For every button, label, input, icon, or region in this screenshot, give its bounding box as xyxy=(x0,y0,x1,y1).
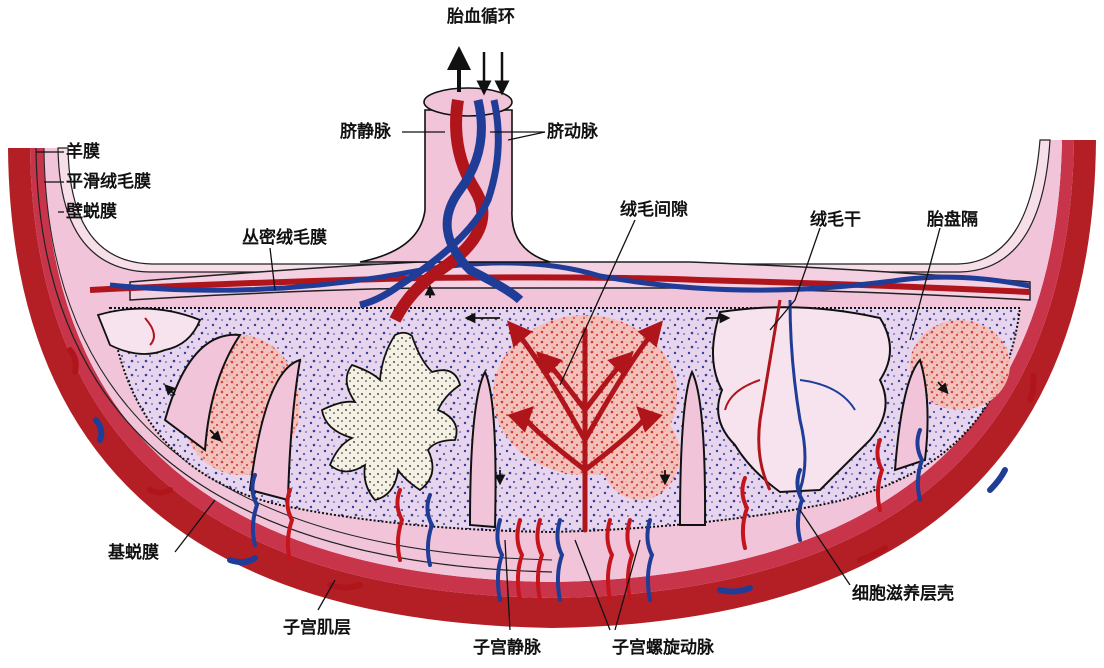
label-myometrium: 子宫肌层 xyxy=(283,618,351,638)
label-chorion-frondosum: 丛密绒毛膜 xyxy=(242,228,327,248)
label-umbilical-artery: 脐动脉 xyxy=(547,122,598,142)
label-uterine-vein: 子宫静脉 xyxy=(473,638,541,658)
label-umbilical-vein: 脐静脉 xyxy=(340,122,391,142)
decidua-parietalis-band xyxy=(58,140,1050,272)
label-placental-septum: 胎盘隔 xyxy=(927,210,978,230)
label-decidua-basalis: 基蜕膜 xyxy=(108,543,159,563)
label-cytotrophoblast-shell: 细胞滋养层壳 xyxy=(852,584,954,604)
label-intervillous-space: 绒毛间隙 xyxy=(620,200,688,220)
label-spiral-artery: 子宫螺旋动脉 xyxy=(612,638,714,658)
label-stem-villus: 绒毛干 xyxy=(810,210,861,230)
label-fetal-circulation: 胎血循环 xyxy=(447,7,515,27)
label-amnion: 羊膜 xyxy=(66,142,100,162)
label-decidua-parietalis: 壁蜕膜 xyxy=(66,202,117,222)
label-chorion-laeve: 平滑绒毛膜 xyxy=(66,172,151,192)
